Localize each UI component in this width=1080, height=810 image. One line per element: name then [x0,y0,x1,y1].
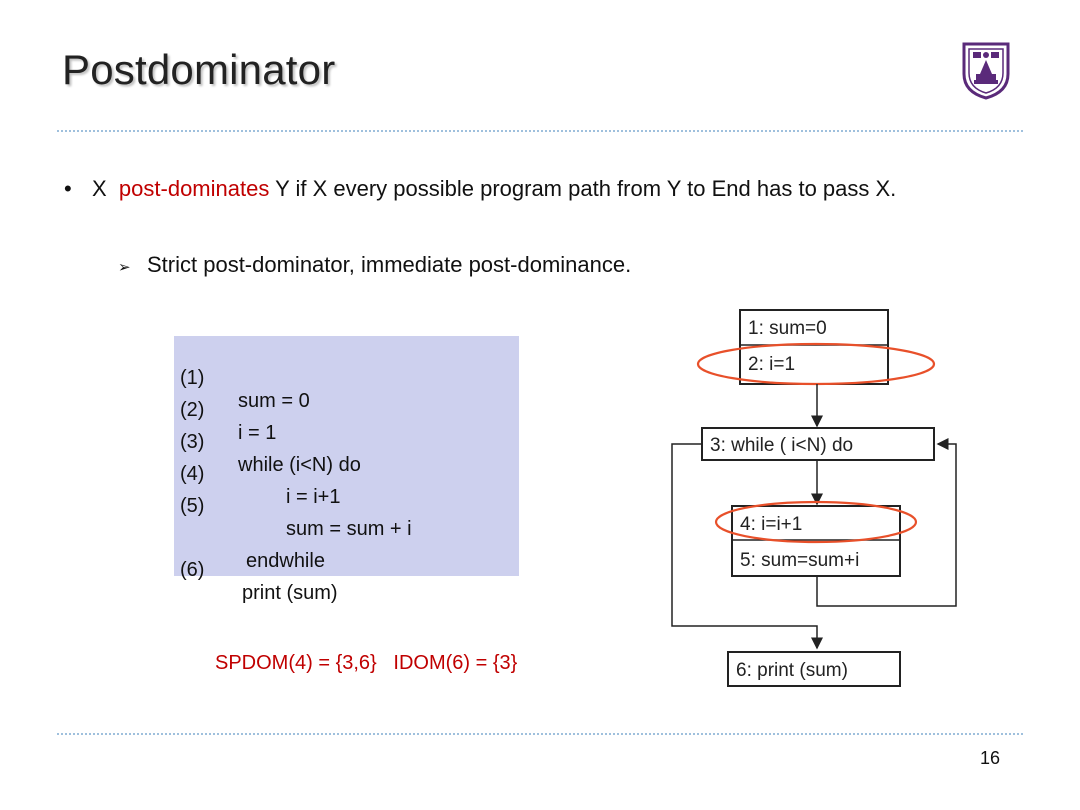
code-listing: (1) sum = 0 (2) i = 1 (3) while (i<N) do… [174,336,519,604]
line-number: (2) [180,399,205,421]
bullet-rest: Y if X every possible program path from … [275,176,897,201]
line-code: print (sum) [242,582,338,604]
node-3-label: 3: while ( i<N) do [710,435,853,456]
node-5-label: 5: sum=sum+i [740,550,859,571]
control-flow-graph: 1: sum=0 2: i=1 3: while ( i<N) do 4: i=… [671,309,957,687]
sub-bullet-arrow-icon: ➢ [118,259,131,276]
line-code: i = 1 [238,422,277,444]
line-number: (5) [180,495,205,517]
line-code: endwhile [246,550,325,572]
code-line: (3) while (i<N) do [174,408,361,500]
idom-formula: IDOM(6) = {3} [393,652,518,674]
dominance-formula: SPDOM(4) = {3,6} IDOM(6) = {3} [215,652,517,675]
node-6-label: 6: print (sum) [736,660,848,681]
sub-bullet-text: Strict post-dominator, immediate post-do… [147,252,632,277]
spdom-formula: SPDOM(4) = {3,6} [215,652,377,674]
code-line: (5) sum = sum + i [174,472,412,564]
line-code: while (i<N) do [238,454,361,476]
line-code: sum = 0 [238,390,310,412]
node-1-label: 1: sum=0 [748,318,827,339]
edge-5-to-3-loop [816,438,957,607]
title-divider [57,130,1023,132]
line-code: i = i+1 [286,486,341,508]
slide-title: Postdominator [62,46,336,93]
edge-3-to-6 [671,443,823,650]
highlight-ellipse-node-4 [714,500,918,544]
highlight-ellipse-node-2 [696,342,936,386]
node-4-label: 4: i=i+1 [740,514,802,535]
page-number: 16 [980,748,1001,768]
code-line: (6) print (sum) [174,536,338,628]
bullet-marker: • [64,176,72,201]
line-number: (4) [180,463,205,485]
line-number: (3) [180,431,205,453]
code-line: (1) sum = 0 [174,344,310,436]
definition-bullet: X post-dominates Y if X every possible p… [92,172,1032,206]
line-code: sum = sum + i [286,518,412,540]
university-seal-logo [962,42,1010,100]
line-number: (1) [180,367,205,389]
code-line: endwhile [174,504,325,596]
post-dominates-keyword: post-dominates [118,176,270,201]
node-box-3 [701,427,935,461]
code-line: (4) i = i+1 [174,440,340,532]
bullet-x-label: X [92,176,107,201]
code-line: (2) i = 1 [174,376,276,468]
line-number: (6) [180,559,205,581]
node-2-label: 2: i=1 [748,354,795,375]
node-box-6 [727,651,901,687]
footer-divider [57,733,1023,735]
